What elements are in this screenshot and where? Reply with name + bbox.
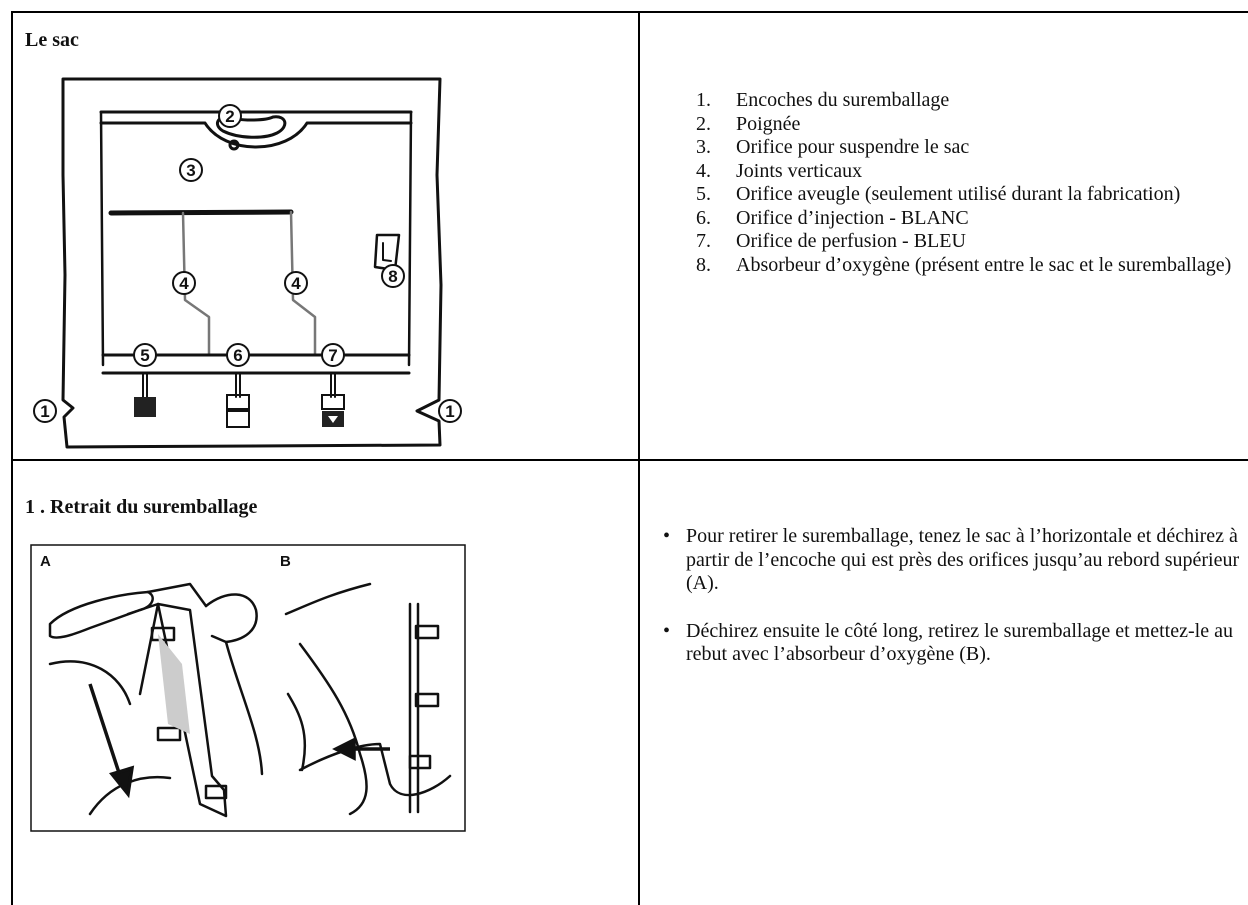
list-item-text: Poignée <box>736 112 801 135</box>
panel-label-a: A <box>40 553 51 570</box>
blind-port-cap <box>134 397 156 417</box>
table-row-divider <box>11 459 1248 461</box>
list-item: • Déchirez ensuite le côté long, retirez … <box>663 620 1247 667</box>
list-item-number: 1. <box>696 89 711 111</box>
callout-8: 8 <box>388 267 397 286</box>
overwrap-outline <box>61 77 443 449</box>
hanging-hole-icon <box>228 139 240 151</box>
list-item-text: Encoches du suremballage <box>736 89 950 111</box>
vertical-seam-right <box>289 210 317 357</box>
injection-port-cap <box>226 394 250 410</box>
list-item-number: 8. <box>696 253 711 276</box>
list-item-text: Joints verticaux <box>736 159 863 182</box>
callout-2: 2 <box>225 107 234 126</box>
list-item-number: 7. <box>696 230 711 252</box>
callout-1-left: 1 <box>40 402 49 421</box>
callout-7: 7 <box>328 346 337 365</box>
list-item-number: 3. <box>696 136 711 158</box>
list-item-text: Orifice de perfusion - BLEU <box>736 230 966 252</box>
bullet-icon: • <box>663 525 671 547</box>
removal-instructions-list: • Pour retirer le suremballage, tenez le … <box>663 525 1247 691</box>
list-item-text: Orifice aveugle (seulement utilisé duran… <box>736 183 1181 205</box>
callout-1-right: 1 <box>445 402 454 421</box>
list-item-text: Orifice d’injection - BLANC <box>736 206 969 229</box>
callout-3: 3 <box>186 161 195 180</box>
callout-4-left: 4 <box>179 274 189 293</box>
table-left-border <box>11 11 13 905</box>
horizontal-seal <box>108 209 294 216</box>
list-item: 7. Orifice de perfusion - BLEU <box>696 230 1236 254</box>
list-item-text: Absorbeur d’oxygène (présent entre le sa… <box>736 253 1232 276</box>
list-item: 2. Poignée <box>696 113 1236 137</box>
list-item: 3. Orifice pour suspendre le sac <box>696 136 1236 160</box>
removal-section-title: 1 . Retrait du suremballage <box>25 496 258 518</box>
table-top-border <box>11 11 1248 13</box>
bag-components-list: 1. Encoches du suremballage 2. Poignée 3. O… <box>696 89 1236 277</box>
list-item-number: 5. <box>696 183 711 205</box>
list-item-number: 6. <box>696 206 711 229</box>
instruction-text: Déchirez ensuite le côté long, retirez l… <box>686 619 1233 666</box>
list-item-number: 4. <box>696 159 711 182</box>
list-item: 1. Encoches du suremballage <box>696 89 1236 113</box>
list-item-text: Orifice pour suspendre le sac <box>736 136 970 158</box>
bag-top-band <box>99 110 413 149</box>
callout-5: 5 <box>140 346 149 365</box>
list-item: • Pour retirer le suremballage, tenez le … <box>663 525 1247 596</box>
list-item: 8. Absorbeur d’oxygène (présent entre le … <box>696 254 1236 278</box>
bag-diagram: 2 3 4 4 8 5 6 7 1 1 <box>33 77 462 449</box>
callout-6: 6 <box>233 346 242 365</box>
removal-illustration: A B <box>30 544 466 832</box>
list-item: 5. Orifice aveugle (seulement utilisé dur… <box>696 183 1236 207</box>
bullet-icon: • <box>663 619 671 642</box>
list-item-number: 2. <box>696 112 711 135</box>
infusion-port-cap <box>321 394 345 410</box>
callout-4-right: 4 <box>291 274 301 293</box>
table-column-divider <box>638 11 640 905</box>
instruction-text: Pour retirer le suremballage, tenez le s… <box>686 525 1240 594</box>
bag-section-title: Le sac <box>25 29 79 51</box>
list-item: 4. Joints verticaux <box>696 160 1236 184</box>
list-item: 6. Orifice d’injection - BLANC <box>696 207 1236 231</box>
vertical-seam-left <box>181 211 211 357</box>
panel-label-b: B <box>280 553 291 570</box>
